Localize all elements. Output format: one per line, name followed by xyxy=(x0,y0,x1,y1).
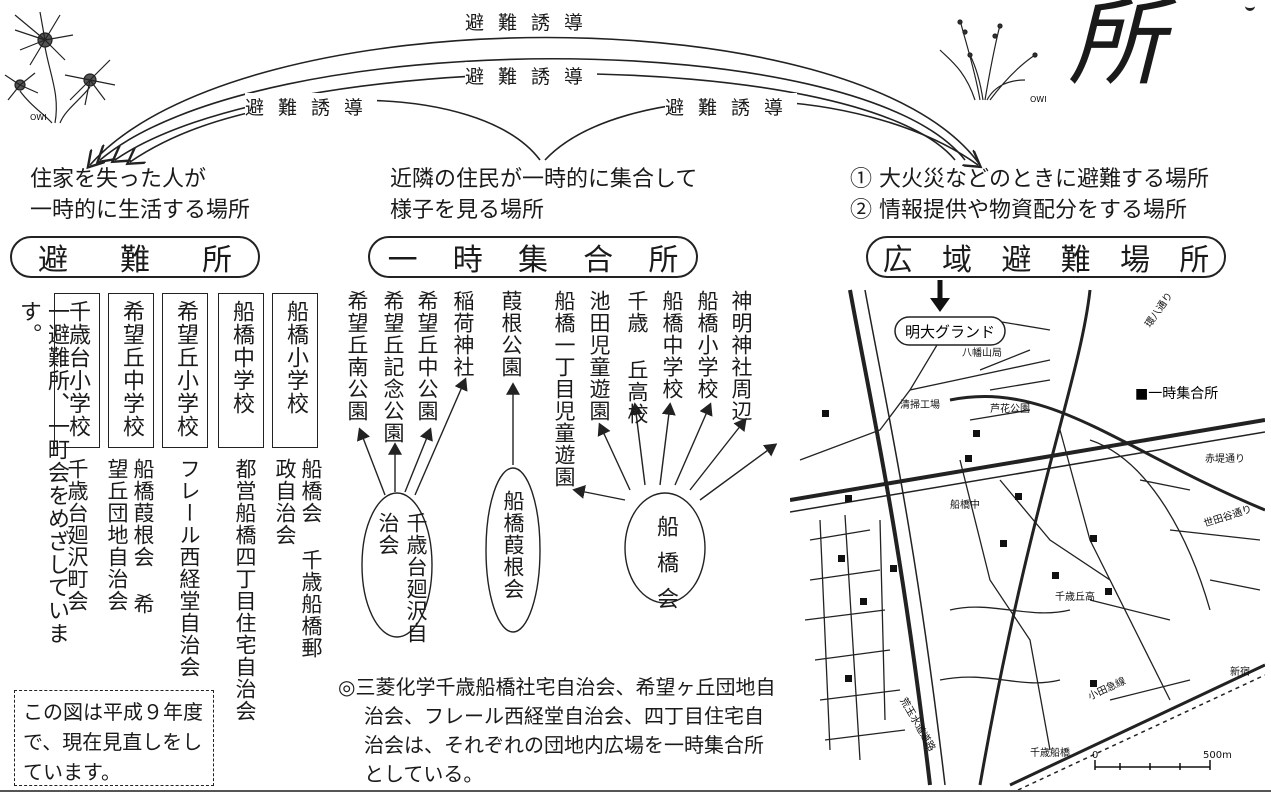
map-label: 環八通り xyxy=(1143,290,1176,330)
shelter-school-box: 千歳台小学校 xyxy=(54,293,100,448)
title-fragment: 所 xyxy=(1068,0,1164,99)
temporary-purpose-line: 様子を見る場所 xyxy=(390,198,545,223)
temporary-place: 希望丘記念公園 xyxy=(381,290,405,444)
temporary-place: 希望丘中公園 xyxy=(415,290,439,422)
map-label: 赤堤通り xyxy=(1205,453,1245,465)
arrow-label-3: 避難誘導 xyxy=(245,93,378,120)
temporary-arrows xyxy=(356,377,778,638)
temporary-group-yoshine: 船橋葭根会 xyxy=(501,490,525,600)
header-char: 避 xyxy=(38,243,68,278)
header-char: 難 xyxy=(120,243,150,278)
shelter-association: 千歳台廻沢町会 xyxy=(65,458,89,612)
header-char: 場 xyxy=(1119,243,1150,278)
wide-area-header: 広 域 避 難 場 所 xyxy=(866,236,1226,278)
map-callout: 明大グランド xyxy=(905,323,995,341)
temporary-place: 池田児童遊園 xyxy=(587,290,611,422)
grass-plant-icon: OWI xyxy=(939,19,1047,104)
shelter-school-name: 希望丘小学校 xyxy=(173,300,198,438)
shelter-purpose-line: 一時的に生活する場所 xyxy=(30,198,251,223)
shelter-association: 船橋会 千歳船橋郵政自治会 xyxy=(273,458,323,659)
shelter-school-box: 希望丘小学校 xyxy=(162,293,208,448)
temporary-header: 一 時 集 合 所 xyxy=(368,236,698,278)
map-legend: ■一時集合所 xyxy=(1135,385,1218,402)
shelter-school-box: 船橋小学校 xyxy=(272,293,318,448)
wide-area-purpose-line: ② 情報提供や物資配分をする場所 xyxy=(850,198,1187,223)
temporary-place: 神明神社周辺 xyxy=(729,290,753,422)
header-char: 一 xyxy=(387,243,418,278)
temporary-place: 稲荷神社 xyxy=(451,290,475,378)
temporary-group-chitose: 千歳台廻沢自治会 xyxy=(376,512,428,644)
arrow-label-4: 避難誘導 xyxy=(665,93,798,120)
header-char: 集 xyxy=(517,243,548,278)
header-char: 合 xyxy=(583,243,614,278)
shelter-association: 都営船橋四丁目住宅自治会 xyxy=(233,458,257,722)
header-char: 所 xyxy=(648,243,679,278)
shelter-school-name: 希望丘中学校 xyxy=(119,300,144,438)
map-label: 千歳丘高 xyxy=(1055,590,1095,603)
daisy-flower-icon: OWI xyxy=(4,11,116,124)
wide-area-purpose: ① 大火災などのときに避難する場所 ② 情報提供や物資配分をする場所 xyxy=(850,164,1209,226)
map-label: 千歳船橋 xyxy=(1030,746,1070,759)
shelter-association: フレール西経堂自治会 xyxy=(177,458,201,678)
header-char: 避 xyxy=(1001,243,1032,278)
map-label: 船橋中 xyxy=(950,498,980,511)
shelter-association: 船橋葭根会 希望丘団地自治会 xyxy=(105,458,155,615)
temporary-purpose-line: 近隣の住民が一時的に集合して xyxy=(390,167,698,192)
temporary-place: 千歳 丘高校 xyxy=(625,290,649,425)
svg-text:OWI: OWI xyxy=(1030,95,1047,104)
title-fragment-mark xyxy=(1245,0,1255,11)
shelter-purpose-line: 住家を失った人が xyxy=(30,167,207,192)
map-label: 芦花公園 xyxy=(990,402,1030,415)
map-label: 世田谷通り xyxy=(1202,503,1253,530)
temporary-place: 船橋一丁目児童遊園 xyxy=(552,290,576,488)
shelter-school-box: 船橋中学校 xyxy=(218,293,264,448)
shelter-purpose: 住家を失った人が 一時的に生活する場所 xyxy=(30,164,250,226)
map-scale-start: 0 xyxy=(1092,750,1098,761)
shelter-intro: 一避難所、一町会をめざしています。 xyxy=(16,300,69,645)
map-label: 新宿 xyxy=(1230,665,1250,678)
shelter-school-box: 希望丘中学校 xyxy=(108,293,154,448)
shelter-school-name: 船橋小学校 xyxy=(283,300,308,415)
map-label: 八幡山局 xyxy=(962,346,1002,359)
map-label: 小田急線 xyxy=(1086,674,1128,703)
bottom-rule xyxy=(0,790,1271,792)
shelter-school-name: 千歳台小学校 xyxy=(65,300,90,438)
temporary-note: ◎三菱化学千歳船橋社宅自治会、希望ヶ丘団地自治会、フレール西経堂自治会、四丁目住… xyxy=(338,675,776,786)
map-scale-end: 500m xyxy=(1203,750,1232,761)
header-char: 所 xyxy=(1179,243,1210,278)
header-char: 難 xyxy=(1060,243,1091,278)
arrow-label-2: 避難誘導 xyxy=(465,62,598,89)
header-char: 所 xyxy=(202,243,232,278)
header-char: 時 xyxy=(452,243,483,278)
temporary-place: 葭根公園 xyxy=(499,290,523,378)
header-char: 広 xyxy=(882,243,913,278)
arrow-label-1: 避難誘導 xyxy=(465,8,598,35)
temporary-place: 船橋小学校 xyxy=(695,290,719,400)
svg-text:OWI: OWI xyxy=(30,113,47,122)
temporary-place: 希望丘南公園 xyxy=(345,290,369,422)
temporary-place: 船橋中学校 xyxy=(660,290,684,400)
shelter-header: 避 難 所 xyxy=(10,236,260,278)
temporary-group-funabashi: 船橋会 xyxy=(653,515,678,623)
wide-area-purpose-line: ① 大火災などのときに避難する場所 xyxy=(850,167,1209,192)
shelter-school-name: 船橋中学校 xyxy=(229,300,254,415)
temporary-purpose: 近隣の住民が一時的に集合して 様子を見る場所 xyxy=(390,164,697,226)
revision-note: この図は平成９年度で、現在見直しをしています。 xyxy=(14,690,214,786)
wide-area-map: 明大グランド 八幡山局 清掃工場 芦花公園 船橋中 千歳丘高 荒玉水道道路 小田… xyxy=(790,280,1265,790)
header-char: 域 xyxy=(941,243,972,278)
map-label: 清掃工場 xyxy=(900,398,940,411)
